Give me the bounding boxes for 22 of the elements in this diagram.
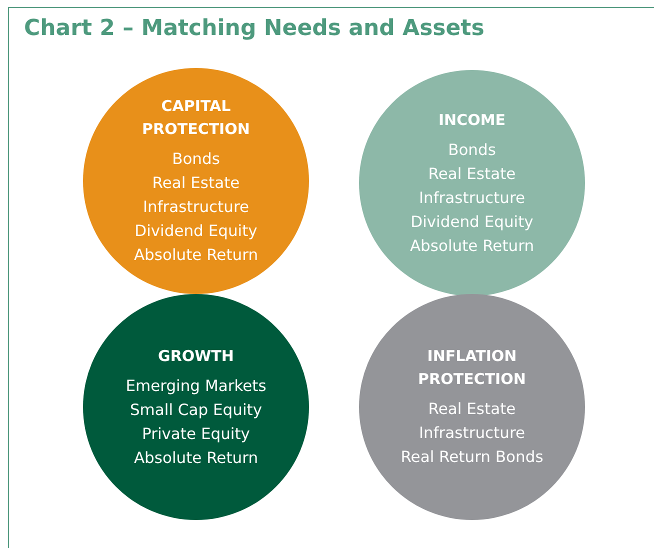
asset-item: Infrastructure <box>418 423 526 444</box>
category-heading: CAPITAL PROTECTION <box>141 96 251 140</box>
asset-item: Real Estate <box>428 399 516 420</box>
asset-item: Infrastructure <box>142 197 250 218</box>
asset-item: Real Estate <box>152 173 240 194</box>
asset-item: Absolute Return <box>134 245 258 266</box>
asset-item: Infrastructure <box>418 188 526 208</box>
category-heading: INCOME <box>438 110 506 130</box>
asset-item: Bonds <box>448 140 496 160</box>
asset-item: Absolute Return <box>134 448 258 468</box>
asset-item: Dividend Equity <box>134 221 258 242</box>
chart-title: Chart 2 – Matching Needs and Assets <box>24 16 484 41</box>
category-heading: INFLATION PROTECTION <box>417 346 527 390</box>
asset-item: Bonds <box>172 149 220 170</box>
asset-item: Private Equity <box>142 424 250 444</box>
asset-item: Emerging Markets <box>126 376 266 396</box>
category-heading: GROWTH <box>158 346 234 366</box>
asset-item: Absolute Return <box>410 236 534 256</box>
asset-item: Small Cap Equity <box>130 400 262 420</box>
asset-item: Dividend Equity <box>410 212 534 232</box>
asset-item: Real Estate <box>428 164 516 184</box>
asset-item: Real Return Bonds <box>400 447 544 468</box>
